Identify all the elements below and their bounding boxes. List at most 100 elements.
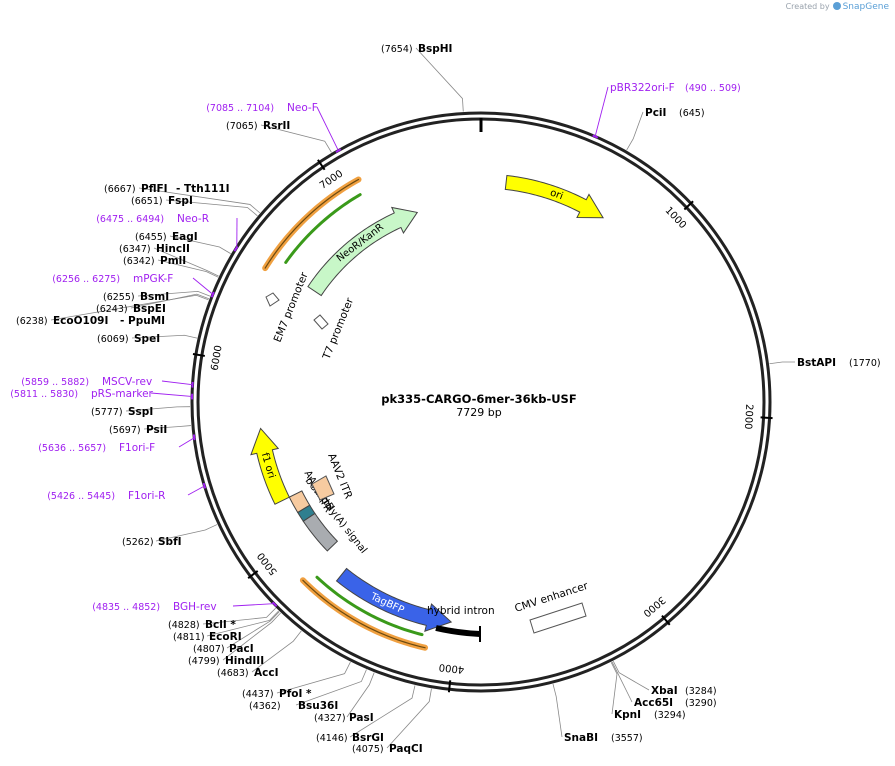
enzyme-site[interactable]: (3284) XbaI [651,685,717,697]
primer-label[interactable]: (5636 .. 5657)F1ori-F [38,442,155,454]
enzyme-name: BsrGI [352,732,384,744]
enzyme-leader [552,683,563,738]
enzyme-leader [251,630,302,673]
feature-f1-ori[interactable] [250,427,290,505]
primer-site [592,134,599,139]
enzyme-site[interactable]: (6455)EagI [135,231,198,243]
enzyme-position: (6347) [119,244,151,255]
enzyme-leader [346,672,375,718]
primer-band-green-top [284,193,362,264]
enzyme-site[interactable]: (6238)EcoO109I- PpuMI [16,315,165,327]
primer-label[interactable]: (7085 .. 7104)Neo-F [206,102,318,114]
hybrid-intron-label: hybrid intron [427,605,495,617]
primer-range: (7085 .. 7104) [206,103,274,114]
enzyme-leader [611,661,633,703]
feature-label: NeoR/KanR [335,222,386,265]
enzyme-site[interactable]: (4799)HindIII [188,655,264,667]
enzyme-leader [626,111,644,151]
primer-label[interactable]: (4835 .. 4852)BGH-rev [92,601,216,613]
backbone-outer [190,111,772,693]
enzyme-position: (6238) [16,316,48,327]
enzyme-site[interactable]: (6347)HincII [119,243,190,255]
enzyme-position: (6651) [131,196,163,207]
enzyme-site[interactable]: (4437)PfoI * [242,688,312,700]
primer-range: (490 .. 509) [685,83,741,94]
enzyme-site[interactable]: (6651) FspI [131,195,193,207]
enzyme-position: (4799) [188,656,220,667]
enzyme-position: (3284) [685,686,717,697]
primer-label[interactable]: (6256 .. 6275)mPGK-F [52,273,173,285]
tick-label: 6000 [210,345,225,372]
enzyme-position: (6455) [135,232,167,243]
enzyme-site[interactable]: (7654)BspHI [381,43,452,55]
primer-label[interactable]: (6475 .. 6494)Neo-R [96,213,209,225]
primer-name: F1ori-R [128,490,165,502]
feature-neor-kanr[interactable] [307,206,419,297]
tick-label: 5000 [256,550,280,577]
enzyme-site[interactable]: (5777)SspI [91,406,153,418]
primer-arcs [262,176,429,651]
enzyme-name: XbaI [651,685,678,697]
feature-tagbfp[interactable] [335,567,453,632]
enzyme-site[interactable]: (5697)PsiI [109,424,167,436]
enzyme-leader [130,293,210,309]
plasmid-length: 7729 bp [456,406,501,419]
primer-name: pBR322ori-F [610,82,675,94]
enzyme-site[interactable]: (4075)PaqCI [352,743,423,755]
enzyme-name: FspI [168,195,193,207]
enzyme-position: (4683) [217,668,249,679]
primer-name: Neo-R [177,213,209,225]
enzyme-site[interactable]: (4811)EcoRI [173,631,242,643]
enzyme-alt-name: - PpuMI [120,315,165,327]
enzyme-leader [206,610,279,637]
enzyme-leader [386,688,432,749]
enzyme-site[interactable]: (6069)SpeI [97,333,160,345]
enzyme-site[interactable]: (645)PciI [645,107,705,119]
enzyme-leader [138,187,261,214]
enzyme-site[interactable]: (1770)BstAPI [797,357,881,369]
primer-range: (4835 .. 4852) [92,602,160,613]
enzyme-site[interactable]: (4146) BsrGI [316,732,384,744]
enzyme-site[interactable]: (4683)AccI [217,667,278,679]
primer-site [233,245,239,252]
tick-5000 [247,570,259,579]
enzyme-site[interactable]: (3557)SnaBI [564,732,643,744]
enzyme-site[interactable]: (6243)BspEI [96,303,166,315]
enzyme-leader [131,334,198,339]
primer-label[interactable]: (5811 .. 5830)pRS-marker [10,388,153,400]
primer-label[interactable]: (5859 .. 5882)MSCV-rev [21,376,152,388]
enzyme-site[interactable]: (5262)SbfI [122,536,182,548]
enzyme-position: (5777) [91,407,123,418]
enzyme-leader [155,524,218,542]
enzyme-site[interactable]: (3294)KpnI [614,709,686,721]
enzyme-site[interactable]: (6255)BsmI [103,291,169,303]
enzyme-position: (4146) [316,733,348,744]
enzyme-site[interactable]: (4807)PacI [193,643,254,655]
enzyme-site[interactable]: (7065)RsrII [226,120,290,132]
primer-label[interactable]: (5426 .. 5445)F1ori-R [47,490,165,502]
enzyme-leader [165,199,258,217]
primer-leader [187,485,206,496]
feature-ori[interactable] [504,174,604,219]
enzyme-site[interactable]: (4828)BclI * [168,619,236,631]
enzyme-leader [157,259,219,278]
enzyme-site[interactable]: (6667)PflFI- Tth111I [104,183,230,195]
primer-range: (5636 .. 5657) [38,443,106,454]
tick-label: 2000 [742,404,754,430]
enzyme-name: Bsu36I [298,700,338,712]
enzyme-name: BstAPI [797,357,836,369]
enzyme-site[interactable]: (3290)Acc65I [634,697,717,709]
enzyme-site[interactable]: (4362)Bsu36I [249,700,338,712]
enzyme-leader [50,294,209,321]
enzyme-leader [276,661,351,694]
enzyme-name: BspHI [418,43,452,55]
enzyme-leader [153,247,219,277]
feature-aav2-itr[interactable] [288,490,311,514]
enzyme-leader [610,662,618,715]
primer-label[interactable]: (490 .. 509) pBR322ori-F [610,82,741,94]
enzyme-site[interactable]: (4327)PasI [314,712,374,724]
enzyme-leader [143,425,191,430]
enzyme-site[interactable]: (6342)PmlI [123,255,186,267]
